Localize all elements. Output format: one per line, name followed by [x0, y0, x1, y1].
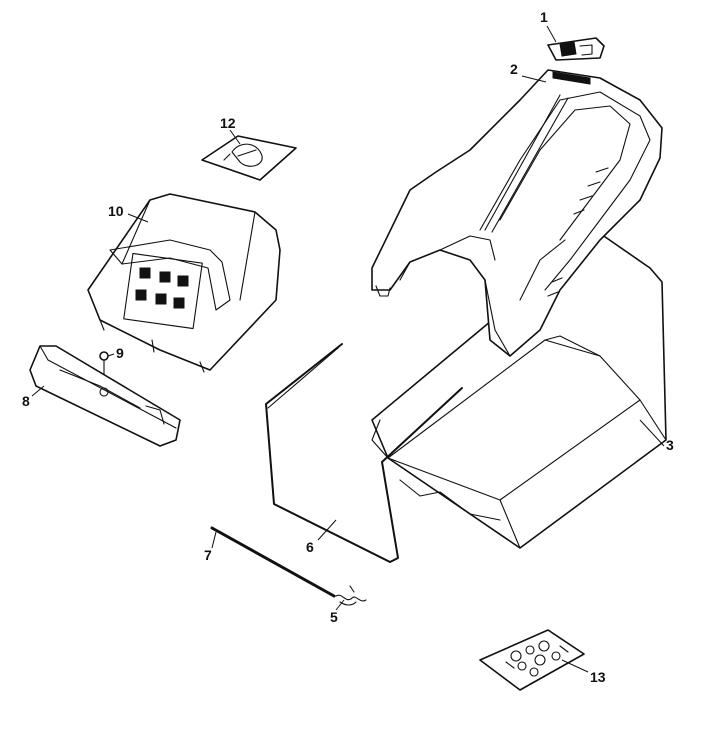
- callout-10: 10: [108, 203, 124, 219]
- callout-7: 7: [204, 547, 212, 563]
- part-12-parts-bag[interactable]: [201, 135, 297, 181]
- part-2-bag-frame[interactable]: [371, 69, 663, 357]
- callout-13: 13: [590, 669, 606, 685]
- part-9-screw[interactable]: [99, 351, 109, 377]
- callout-6: 6: [306, 539, 314, 555]
- callout-12: 12: [220, 115, 236, 131]
- callout-8: 8: [22, 393, 30, 409]
- callout-2: 2: [510, 61, 518, 77]
- part-10-rear-cover[interactable]: [87, 193, 281, 373]
- part-6-wire-frame[interactable]: [265, 343, 463, 563]
- part-7-rod[interactable]: [210, 526, 336, 598]
- callout-9: 9: [116, 345, 124, 361]
- callout-5: 5: [330, 609, 338, 625]
- callout-1: 1: [540, 9, 548, 25]
- part-3-grass-bag[interactable]: [371, 231, 667, 549]
- part-5-spring[interactable]: [335, 585, 367, 606]
- part-13-hardware-bag[interactable]: [479, 629, 585, 691]
- part-8-bracket[interactable]: [29, 345, 181, 447]
- callout-3: 3: [666, 437, 674, 453]
- part-1-clip[interactable]: [547, 37, 605, 61]
- leader-lines: [31, 25, 665, 673]
